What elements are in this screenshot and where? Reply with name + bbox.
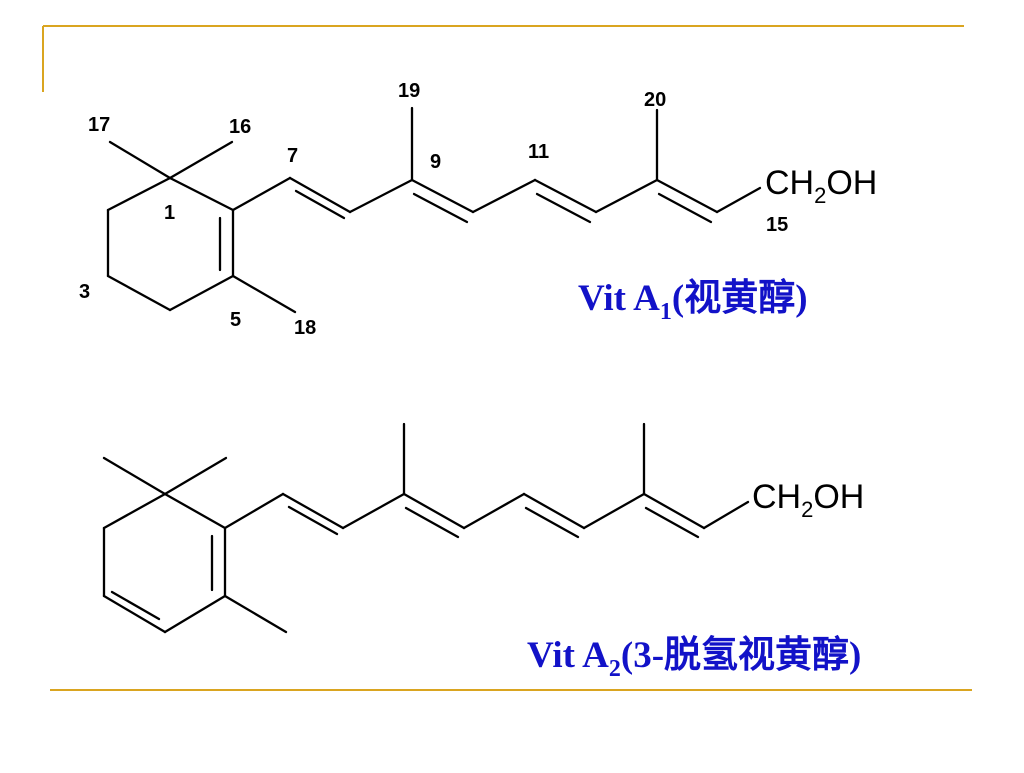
atom-number-7: 7 xyxy=(287,145,298,167)
atom-number-11: 11 xyxy=(528,141,549,163)
atom-number-1: 1 xyxy=(164,202,175,224)
atom-number-9: 9 xyxy=(430,151,441,173)
a1-polyene-chain xyxy=(231,176,762,224)
a2-polyene-chain xyxy=(223,492,750,539)
vitamin-a1-structure xyxy=(106,106,762,314)
a1-ring xyxy=(106,176,235,312)
atom-number-5: 5 xyxy=(230,309,241,331)
atom-number-16: 16 xyxy=(229,116,251,138)
a2-methyl-groups xyxy=(102,422,646,634)
atom-number-3: 3 xyxy=(79,281,90,303)
vitamin-a2-structure xyxy=(102,422,750,634)
vitamin-a1-chinese-name: (视黄醇) xyxy=(671,278,808,319)
vitamin-a2-name: Vit A xyxy=(527,635,609,676)
atom-number-17: 17 xyxy=(88,114,110,136)
vitamin-a2-subscript: 2 xyxy=(608,656,621,682)
a1-methyl-groups xyxy=(108,106,659,314)
a2-ring xyxy=(102,492,227,634)
a2-end-group: CH2OH xyxy=(752,478,864,522)
vitamin-a1-caption: Vit A1(视黄醇) xyxy=(578,280,808,324)
vitamin-a2-caption: Vit A2(3-脱氢视黄醇) xyxy=(527,637,861,681)
vitamin-a2-chinese-name: (3-脱氢视黄醇) xyxy=(620,635,862,676)
vitamin-a1-name: Vit A xyxy=(578,278,660,319)
atom-number-18: 18 xyxy=(294,317,316,339)
atom-number-19: 19 xyxy=(398,80,420,102)
atom-number-20: 20 xyxy=(644,89,666,111)
a1-end-group: CH2OH xyxy=(765,164,877,208)
atom-number-15: 15 xyxy=(766,214,788,236)
vitamin-a1-subscript: 1 xyxy=(659,299,672,325)
